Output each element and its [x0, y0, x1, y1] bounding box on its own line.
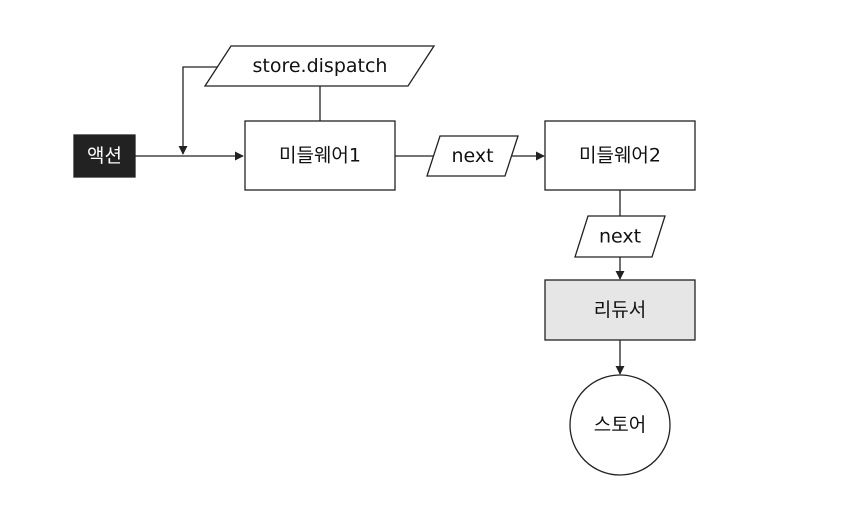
next2-parallelogram — [574, 215, 666, 258]
next2-label: next — [599, 226, 641, 248]
action-box — [73, 134, 136, 178]
reducer-box — [544, 279, 696, 341]
next1-parallelogram — [426, 135, 519, 177]
edge-dispatch-loop — [178, 66, 222, 155]
node-dispatch: store.dispatch — [203, 45, 436, 87]
store-label: 스토어 — [594, 414, 646, 436]
next1-label: next — [451, 145, 493, 167]
edges — [135, 66, 625, 375]
store-circle — [569, 374, 671, 476]
node-middleware1: 미들웨어1 — [244, 120, 396, 191]
node-store: 스토어 — [569, 374, 671, 476]
dispatch-parallelogram — [203, 45, 436, 87]
action-label: 액션 — [87, 145, 122, 167]
node-reducer: 리듀서 — [544, 279, 696, 341]
node-middleware2: 미들웨어2 — [544, 120, 696, 191]
dispatch-label: store.dispatch — [253, 55, 388, 77]
middleware2-box — [544, 120, 696, 191]
middleware2-label: 미들웨어2 — [579, 145, 661, 167]
node-next1: next — [426, 135, 519, 177]
node-action: 액션 — [73, 134, 136, 178]
reducer-label: 리듀서 — [594, 299, 646, 321]
node-next2: next — [574, 215, 666, 258]
middleware1-box — [244, 120, 396, 191]
middleware1-label: 미들웨어1 — [279, 145, 361, 167]
